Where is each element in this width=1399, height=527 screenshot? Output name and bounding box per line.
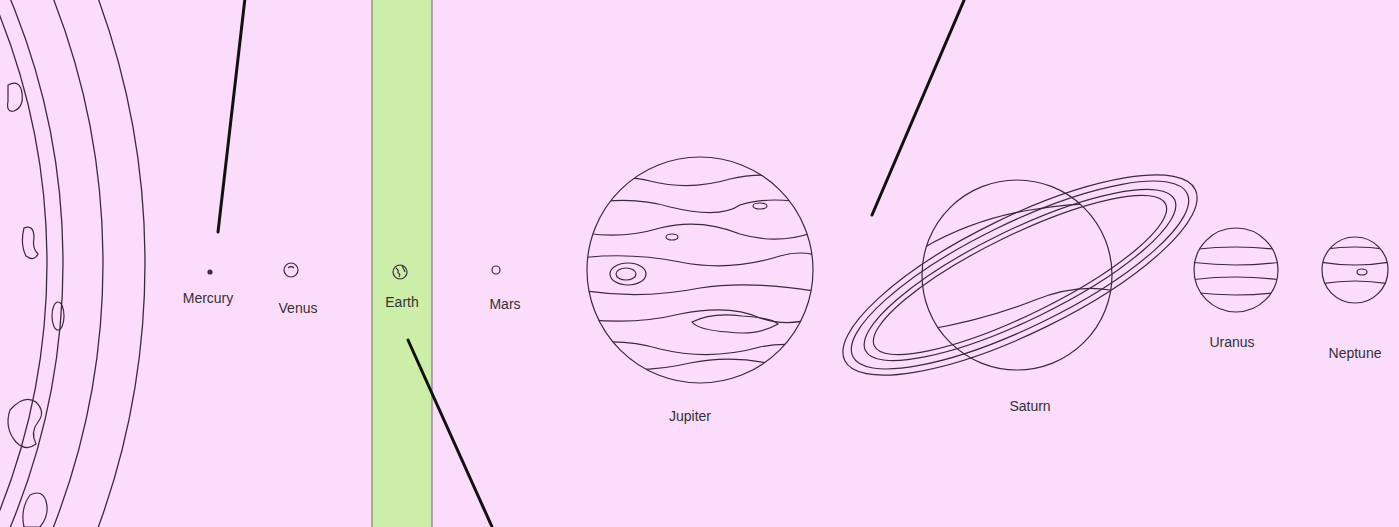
planet-name: Mars: [489, 296, 520, 312]
jupiter-planet: [580, 157, 820, 383]
planet-name: Uranus: [1209, 334, 1254, 350]
earth-zone-band: [372, 0, 432, 527]
earth-zone: Earth: [372, 0, 432, 527]
planets: [208, 137, 1390, 412]
leader-line: [218, 0, 245, 232]
planet-name: Saturn: [1009, 398, 1050, 414]
mars-planet: [492, 266, 500, 274]
leader-line: [408, 340, 493, 527]
planet-name: Venus: [279, 300, 318, 316]
leader-lines: [218, 0, 965, 527]
planet-name: Earth: [385, 294, 418, 310]
planet-name: Jupiter: [669, 408, 711, 424]
sun-edge: [0, 0, 145, 527]
planet-name: Mercury: [183, 290, 234, 306]
sunspots: [8, 83, 64, 527]
planet-name: Neptune: [1329, 345, 1382, 361]
saturn-planet: [819, 137, 1220, 412]
leader-line: [872, 0, 965, 215]
venus-planet: [284, 263, 298, 277]
mercury-planet: [208, 270, 212, 274]
earth-planet: [393, 265, 407, 279]
uranus-planet: [1190, 228, 1282, 312]
neptune-planet: [1320, 237, 1390, 303]
